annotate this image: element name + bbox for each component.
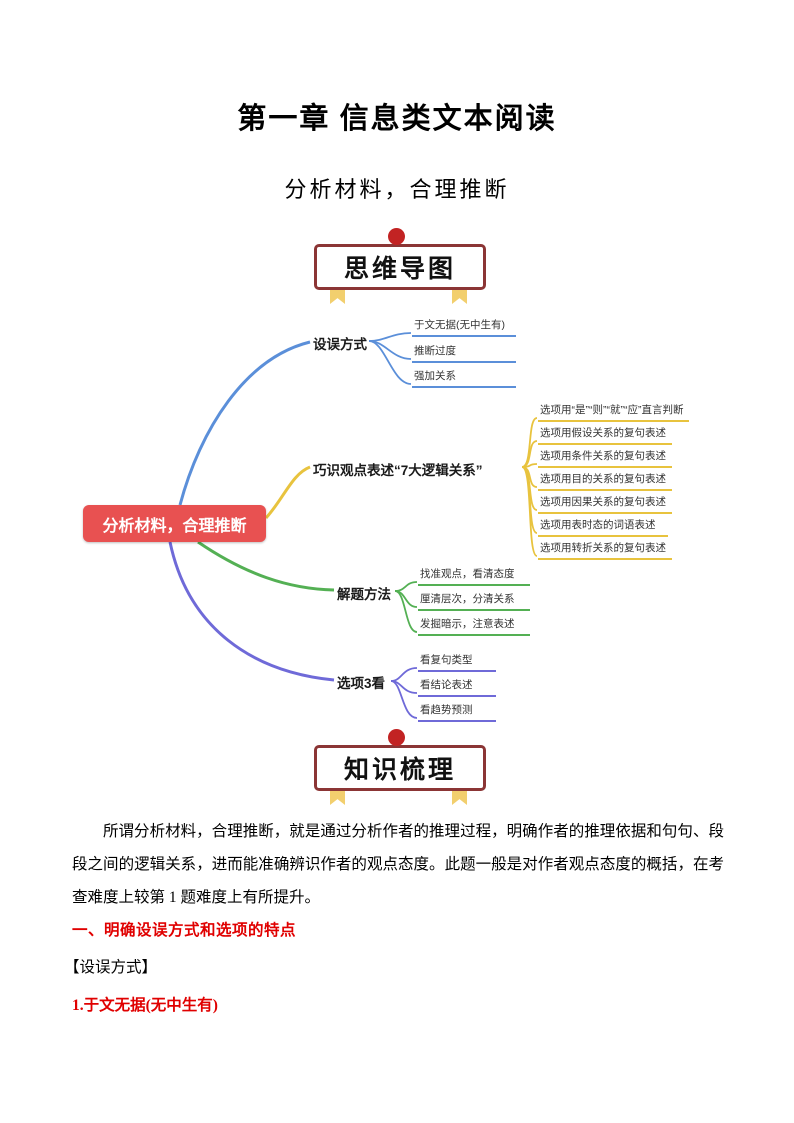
mindmap-leaf: 推断过度 bbox=[412, 343, 516, 363]
branch-curve-green bbox=[197, 540, 335, 592]
page-subtitle: 分析材料，合理推断 bbox=[284, 177, 510, 202]
mindmap-section-header: 思维导图 bbox=[314, 244, 486, 290]
section-dot-icon bbox=[388, 228, 405, 245]
mindmap-leaf: 看趋势预测 bbox=[418, 702, 496, 722]
mindmap-branch-label: 巧识观点表述“7大逻辑关系” bbox=[313, 463, 483, 478]
branch-curve-purple bbox=[168, 541, 335, 682]
leaf-curve bbox=[521, 417, 538, 468]
heading-error-types: 一、明确设误方式和选项的特点 bbox=[72, 922, 297, 939]
leaf-curve bbox=[521, 466, 538, 488]
mindmap-branch-label: 解题方法 bbox=[337, 587, 391, 602]
leaf-curve bbox=[390, 667, 418, 682]
mindmap-leaf: 选项用假设关系的复句表述 bbox=[538, 425, 672, 445]
mindmap-leaf: 找准观点，看清态度 bbox=[418, 566, 530, 586]
mindmap-leaf: 选项用表时态的词语表述 bbox=[538, 517, 668, 537]
leaf-curve bbox=[521, 466, 538, 534]
intro-paragraph: 所谓分析材料，合理推断，就是通过分析作者的推理过程，明确作者的推理依据和句句、段… bbox=[72, 823, 724, 906]
mindmap-leaf: 看结论表述 bbox=[418, 677, 496, 697]
label-error-modes: 【设误方式】 bbox=[64, 959, 158, 976]
leaf-curve bbox=[521, 440, 538, 468]
branch-curve-blue bbox=[178, 340, 311, 506]
mindmap-leaf: 选项用转折关系的复句表述 bbox=[538, 540, 672, 560]
point-1-no-textual-basis: 1.于文无据(无中生有) bbox=[72, 997, 218, 1014]
mindmap-leaf: 选项用条件关系的复句表述 bbox=[538, 448, 672, 468]
leaf-curve bbox=[521, 463, 538, 468]
branch-curve-yellow bbox=[264, 465, 311, 520]
mindmap-leaf: 选项用目的关系的复句表述 bbox=[538, 471, 672, 491]
knowledge-section-header: 知识梳理 bbox=[314, 745, 486, 791]
leaf-curve bbox=[390, 680, 418, 719]
mindmap-root-node: 分析材料，合理推断 bbox=[83, 505, 266, 542]
mindmap-leaf: 于文无据(无中生有) bbox=[412, 317, 516, 337]
mindmap-leaf: 选项用“是”“则”“就”“应”直言判断 bbox=[538, 402, 690, 422]
page-title: 第一章 信息类文本阅读 bbox=[237, 103, 557, 135]
leaf-curve bbox=[390, 680, 418, 694]
mindmap-branch-label: 设误方式 bbox=[313, 337, 367, 352]
leaf-curve bbox=[394, 590, 418, 633]
mindmap-leaf: 厘清层次，分清关系 bbox=[418, 591, 530, 611]
section-dot-icon bbox=[388, 729, 405, 746]
leaf-curve bbox=[368, 340, 412, 385]
mindmap-leaf: 选项用因果关系的复句表述 bbox=[538, 494, 672, 514]
mindmap-leaf: 强加关系 bbox=[412, 368, 516, 388]
leaf-curve bbox=[521, 466, 538, 557]
leaf-curve bbox=[368, 340, 412, 360]
leaf-curve bbox=[521, 466, 538, 511]
mindmap-leaf: 看复句类型 bbox=[418, 652, 496, 672]
leaf-curve bbox=[394, 581, 418, 592]
mindmap-leaf: 发掘暗示，注意表述 bbox=[418, 616, 530, 636]
leaf-curve bbox=[394, 590, 418, 608]
leaf-curve bbox=[368, 332, 412, 342]
mindmap-branch-label: 选项3看 bbox=[337, 676, 386, 691]
